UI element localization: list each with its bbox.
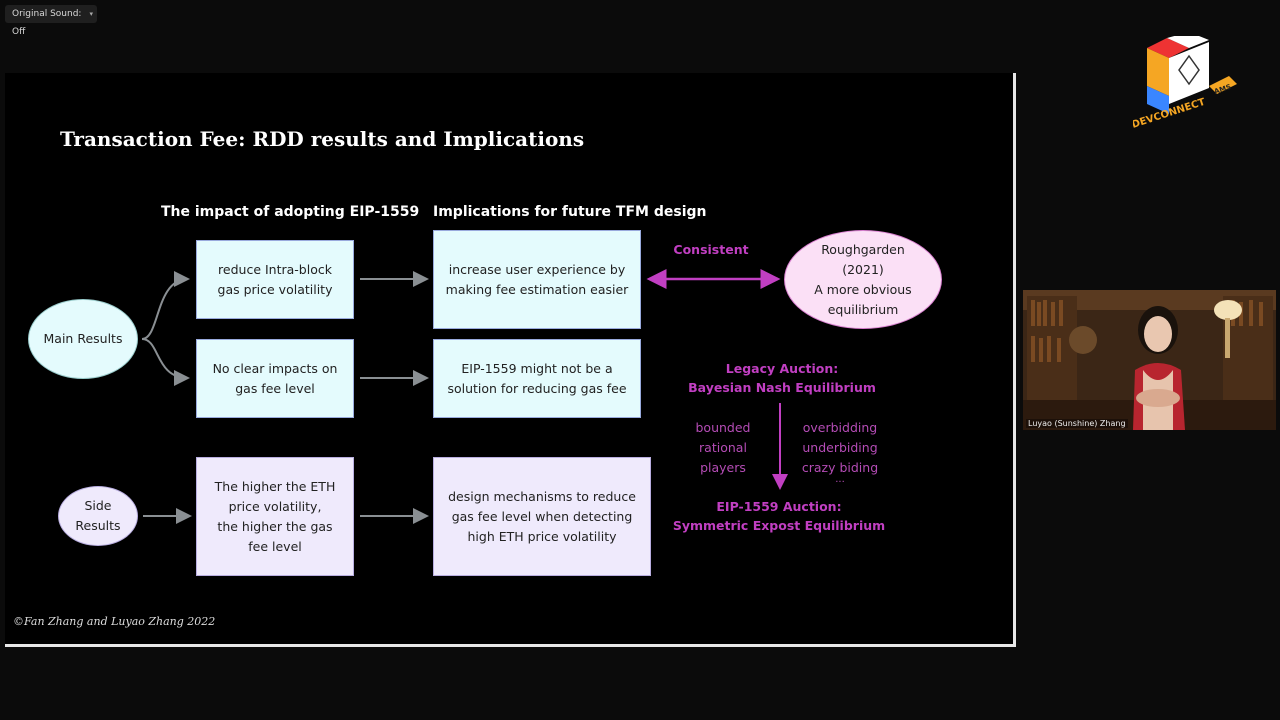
label-line: Symmetric Expost Equilibrium — [672, 518, 886, 533]
presentation-slide: Transaction Fee: RDD results and Implica… — [5, 73, 1016, 647]
column-heading-impact: The impact of adopting EIP-1559 — [161, 204, 420, 220]
node-text-line: (2021) — [842, 261, 884, 277]
box-text-line: reduce Intra-block — [218, 261, 332, 277]
implication-box-user-experience: increase user experience by making fee e… — [433, 230, 641, 329]
implication-box-not-solution: EIP-1559 might not be a solution for red… — [433, 339, 641, 418]
label-line: Bayesian Nash Equilibrium — [688, 380, 876, 395]
participant-name: Luyao (Sunshine) Zhang — [1026, 419, 1128, 428]
legacy-auction-label: Legacy Auction: Bayesian Nash Equilibriu… — [665, 359, 899, 397]
box-text-line: gas fee level — [235, 380, 315, 396]
box-text-line: gas price volatility — [217, 281, 333, 297]
box-text-line: The higher the ETH — [214, 478, 336, 494]
implication-box-design-mechanisms: design mechanisms to reduce gas fee leve… — [433, 457, 651, 576]
impact-box-volatility: reduce Intra-block gas price volatility — [196, 240, 354, 319]
box-text-line: making fee estimation easier — [445, 281, 629, 297]
consistent-label: Consistent — [673, 242, 749, 257]
slide-title: Transaction Fee: RDD results and Implica… — [60, 127, 585, 151]
box-text-line: design mechanisms to reduce — [448, 488, 636, 504]
list-item: crazy biding — [801, 460, 879, 475]
bidding-list: overbidding underbiding crazy biding ... — [795, 418, 885, 485]
column-heading-implications: Implications for future TFM design — [433, 204, 707, 220]
devconnect-logo-icon: DEVCONNECT AMS — [1133, 36, 1237, 131]
box-text-line: gas fee level when detecting — [451, 508, 633, 524]
list-item: overbidding — [802, 420, 878, 435]
box-text-line: solution for reducing gas fee — [447, 380, 627, 396]
node-text-line: equilibrium — [827, 301, 899, 317]
copyright-note: ©Fan Zhang and Luyao Zhang 2022 — [13, 615, 216, 628]
node-text-line: A more obvious — [814, 281, 912, 297]
original-sound-toggle[interactable]: Original Sound: Off ▾ — [5, 5, 97, 37]
players-list: bounded rational players — [683, 418, 763, 478]
branch-arrow-up — [141, 271, 190, 340]
list-item: underbiding — [802, 440, 878, 455]
box-text-line: high ETH price volatility — [467, 528, 617, 544]
diagram-arrows — [141, 269, 788, 524]
roughgarden-node: Roughgarden (2021) A more obvious equili… — [784, 230, 942, 329]
label-line: EIP-1559 Auction: — [716, 499, 842, 514]
video-frame — [1023, 290, 1276, 430]
box-text-line: EIP-1559 might not be a — [461, 360, 613, 376]
box-text-line: fee level — [248, 538, 302, 554]
side-results-line: Side — [84, 498, 112, 513]
side-results-line: Results — [75, 518, 121, 533]
list-item: ... — [835, 474, 845, 485]
box-text-line: increase user experience by — [448, 261, 626, 277]
main-results-node: Main Results — [28, 299, 138, 379]
impact-box-eth-volatility: The higher the ETH price volatility, the… — [196, 457, 354, 576]
branch-arrow-down — [141, 338, 190, 386]
box-text-line: price volatility, — [228, 498, 322, 514]
speaker-video-tile[interactable]: Luyao (Sunshine) Zhang — [1023, 290, 1276, 430]
original-sound-label: Original Sound: Off — [12, 9, 82, 37]
list-item: rational — [699, 440, 747, 455]
box-text-line: the higher the gas — [217, 518, 333, 534]
impact-box-fee-level: No clear impacts on gas fee level — [196, 339, 354, 418]
box-text-line: No clear impacts on — [212, 360, 338, 376]
node-text-line: Roughgarden — [821, 241, 905, 257]
side-results-node: Side Results — [58, 486, 138, 546]
chevron-down-icon[interactable]: ▾ — [89, 10, 93, 18]
label-line: Legacy Auction: — [725, 361, 839, 376]
eip1559-auction-label: EIP-1559 Auction: Symmetric Expost Equil… — [665, 497, 893, 535]
list-item: bounded — [695, 420, 751, 435]
list-item: players — [700, 460, 746, 475]
